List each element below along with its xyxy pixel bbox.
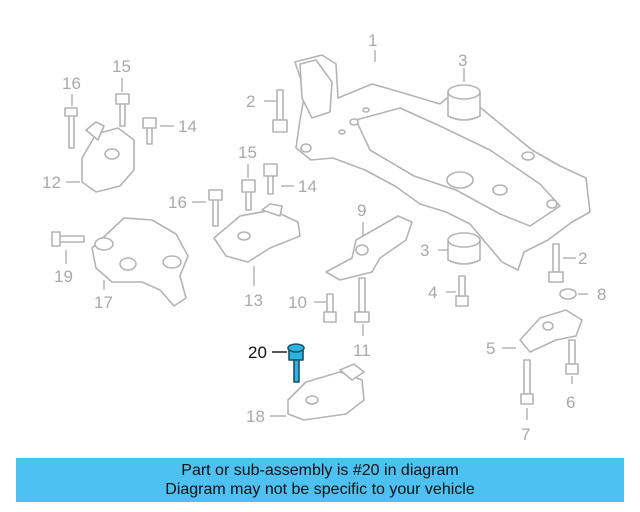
bolt-15-top-part <box>115 93 130 127</box>
bracket-13-part <box>213 203 301 263</box>
subframe-part <box>294 54 591 271</box>
bolt-14-mid-part <box>263 163 278 195</box>
mount-12-part <box>81 121 135 193</box>
bolt-11-part <box>354 277 370 323</box>
bolt-7-part <box>520 359 534 405</box>
callout-20: 20 <box>248 343 267 362</box>
mount-18-part <box>287 363 365 421</box>
leader-lines <box>65 50 588 420</box>
bolt-4-part <box>455 275 469 307</box>
callout-10: 10 <box>288 293 307 312</box>
bolt-16-top-part <box>64 107 78 149</box>
callout-19: 19 <box>54 267 73 286</box>
bushing-lower-part <box>447 232 481 265</box>
callout-15-top: 15 <box>112 57 131 76</box>
bolt-19-part <box>51 231 85 247</box>
callout-2-right: 2 <box>578 249 587 268</box>
callout-17: 17 <box>94 293 113 312</box>
bolt-14-top-part <box>142 117 157 145</box>
callout-4: 4 <box>428 283 437 302</box>
callout-11: 11 <box>353 341 371 360</box>
callout-2-left: 2 <box>246 92 255 111</box>
washer-8-part <box>559 288 577 300</box>
bolt-6-part <box>565 339 579 375</box>
callout-14-mid: 14 <box>298 177 317 196</box>
callout-1: 1 <box>368 31 377 50</box>
bracket-5-part <box>519 309 583 353</box>
bolt-2-left-part <box>272 89 288 133</box>
callout-16-top: 16 <box>62 74 81 93</box>
bolt-10-part <box>323 293 337 323</box>
info-banner: Part or sub-assembly is #20 in diagram D… <box>16 458 624 502</box>
callout-labels: 1 2 3 2 3 4 5 6 7 8 9 10 11 12 13 14 14 … <box>42 31 606 444</box>
callout-15-mid: 15 <box>238 143 257 162</box>
banner-line-2: Diagram may not be specific to your vehi… <box>165 481 475 498</box>
mount-17-part <box>91 217 189 307</box>
bolt-2-right-part <box>548 243 564 283</box>
bushing-top-part <box>447 84 481 121</box>
bracket-9-part <box>325 215 413 281</box>
bolt-15-mid-part <box>241 179 256 211</box>
callout-7: 7 <box>521 425 530 444</box>
callout-3-lower: 3 <box>420 241 429 260</box>
callout-13: 13 <box>244 291 263 310</box>
callout-8: 8 <box>597 285 606 304</box>
callout-14-top: 14 <box>178 117 197 136</box>
bolt-16-mid-part <box>208 189 223 227</box>
callout-16-mid: 16 <box>168 193 187 212</box>
callout-5: 5 <box>486 339 495 358</box>
banner-line-1: Part or sub-assembly is #20 in diagram <box>181 462 459 479</box>
callout-18: 18 <box>246 407 265 426</box>
bolt-20-part[interactable] <box>287 343 305 383</box>
callout-6: 6 <box>566 393 575 412</box>
callout-9: 9 <box>357 201 366 220</box>
callout-12: 12 <box>42 173 61 192</box>
callout-3-top: 3 <box>458 51 467 70</box>
